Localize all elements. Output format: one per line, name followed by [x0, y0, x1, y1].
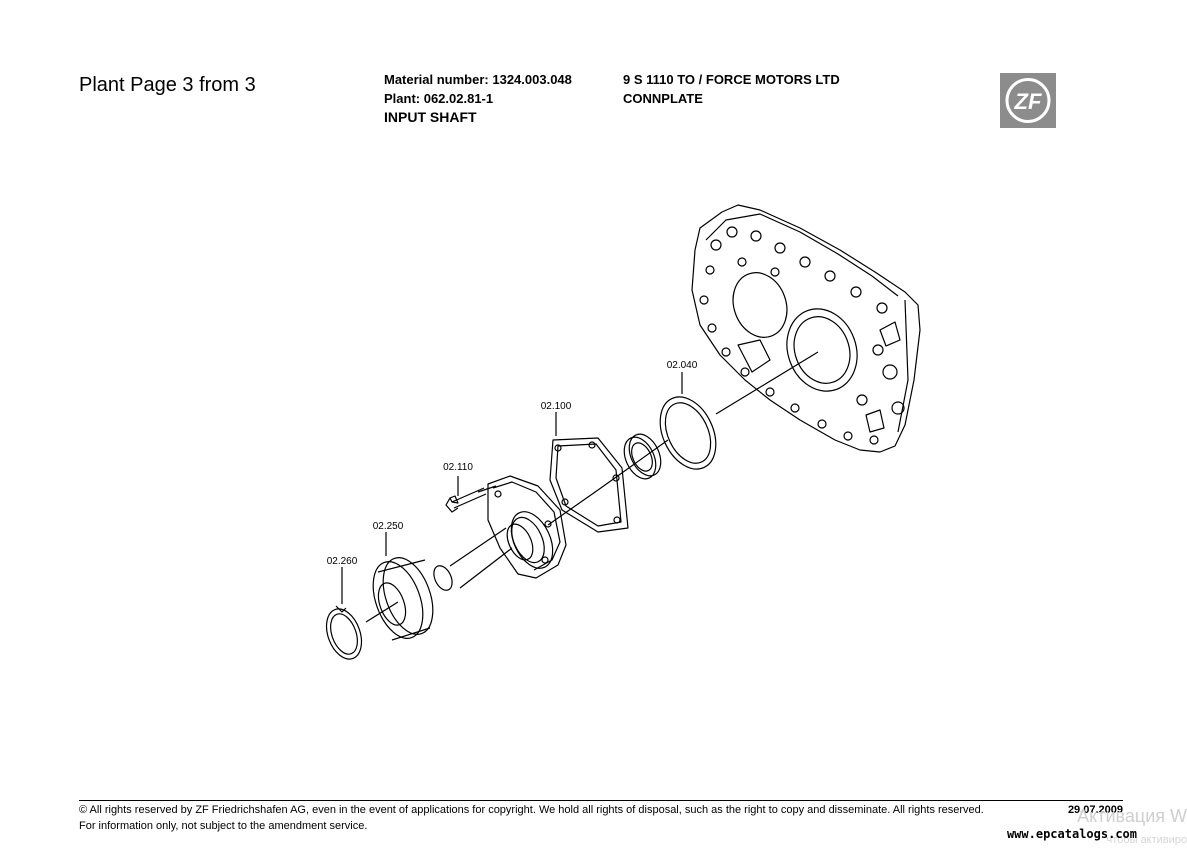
- connplate-housing: [691, 204, 921, 453]
- callout-02040: 02.040: [667, 360, 698, 371]
- callout-02250: 02.250: [373, 521, 404, 532]
- model-info: 9 S 1110 TO / FORCE MOTORS LTD CONNPLATE: [623, 71, 840, 108]
- gasket-02100: [549, 437, 629, 533]
- material-info: Material number: 1324.003.048 Plant: 062…: [384, 71, 572, 127]
- print-date: 29.07.2009: [1067, 804, 1123, 816]
- leader-gasket: [547, 489, 599, 526]
- callout-02100: 02.100: [541, 401, 572, 412]
- zf-logo: ZF: [1000, 73, 1056, 128]
- callout-02260: 02.260: [327, 556, 358, 567]
- input-shaft-cover: [433, 475, 567, 591]
- assembly-name: INPUT SHAFT: [384, 109, 477, 125]
- ring-02040: [659, 396, 717, 470]
- leader-bolt: [477, 485, 497, 493]
- footer-divider: [79, 800, 1123, 801]
- leader-flange: [365, 601, 399, 623]
- activation-watermark: Активация W: [1077, 806, 1187, 826]
- seal-ring: [623, 433, 662, 480]
- activation-watermark-sub: чтобы активиро: [1106, 834, 1187, 846]
- group-name: CONNPLATE: [623, 90, 703, 106]
- leader-housing: [715, 351, 819, 415]
- callout-02110: 02.110: [443, 462, 473, 473]
- model-name: 9 S 1110 TO / FORCE MOTORS LTD: [623, 72, 840, 87]
- material-number: Material number: 1324.003.048: [384, 72, 572, 87]
- page-title: Plant Page 3 from 3: [79, 74, 256, 96]
- footer-text: © All rights reserved by ZF Friedrichsha…: [79, 802, 984, 834]
- amendment-note: For information only, not subject to the…: [79, 820, 368, 832]
- website-link[interactable]: www.epcatalogs.com: [1006, 827, 1137, 841]
- plant-number: Plant: 062.02.81-1: [384, 90, 494, 106]
- snap-ring-02260: [325, 605, 363, 660]
- flange-02250: [372, 557, 434, 641]
- bolt-02110: [445, 487, 487, 513]
- leader-seal: [597, 439, 669, 491]
- logo-text: ZF: [1014, 89, 1042, 114]
- copyright-notice: © All rights reserved by ZF Friedrichsha…: [79, 804, 984, 816]
